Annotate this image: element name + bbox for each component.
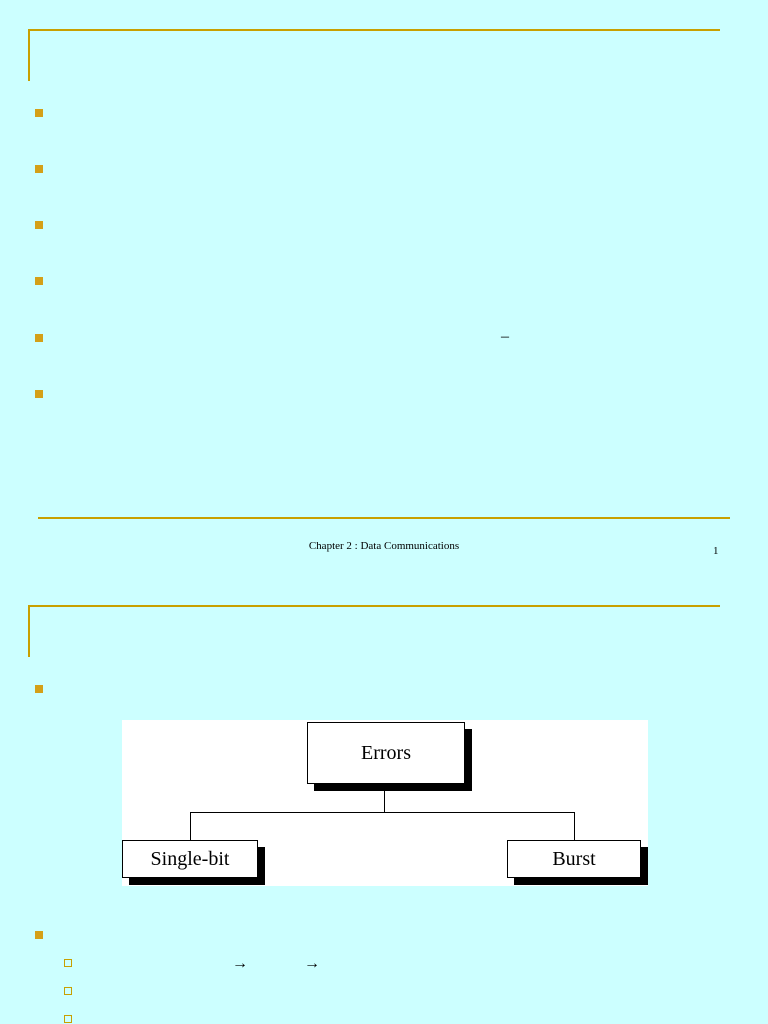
bullet-6 xyxy=(35,390,43,398)
arrow-glyph-1: → xyxy=(232,955,248,972)
bullet-4 xyxy=(35,277,43,285)
connector-root xyxy=(384,791,385,813)
connector-left xyxy=(190,812,191,840)
slide-2: Errors Single-bit Burst → → xyxy=(0,580,768,1024)
arrow-glyph-2: → xyxy=(304,955,320,972)
title-rule xyxy=(28,605,720,607)
node-errors: Errors xyxy=(307,722,465,784)
bullet-2 xyxy=(35,931,43,939)
title-rule xyxy=(28,29,720,31)
sub-bullet-1 xyxy=(64,959,72,967)
title-frame-left xyxy=(28,29,30,81)
footer-chapter-text: Chapter 2 : Data Communications xyxy=(308,540,460,552)
slide-1: – Chapter 2 : Data Communications 1 xyxy=(28,29,730,557)
bullet-2 xyxy=(35,165,43,173)
connector-horizontal xyxy=(190,812,575,813)
dash-glyph: – xyxy=(501,328,509,345)
bullet-1 xyxy=(35,685,43,693)
bullet-3 xyxy=(35,221,43,229)
footer-rule xyxy=(38,517,730,519)
bullet-5 xyxy=(35,334,43,342)
bullet-1 xyxy=(35,109,43,117)
sub-bullet-2 xyxy=(64,987,72,995)
sub-bullet-3 xyxy=(64,1015,72,1023)
connector-right xyxy=(574,812,575,840)
node-burst: Burst xyxy=(507,840,641,878)
node-single-bit: Single-bit xyxy=(122,840,258,878)
error-types-diagram: Errors Single-bit Burst xyxy=(122,720,648,886)
title-frame-left xyxy=(28,605,30,657)
page-number: 1 xyxy=(713,545,719,557)
